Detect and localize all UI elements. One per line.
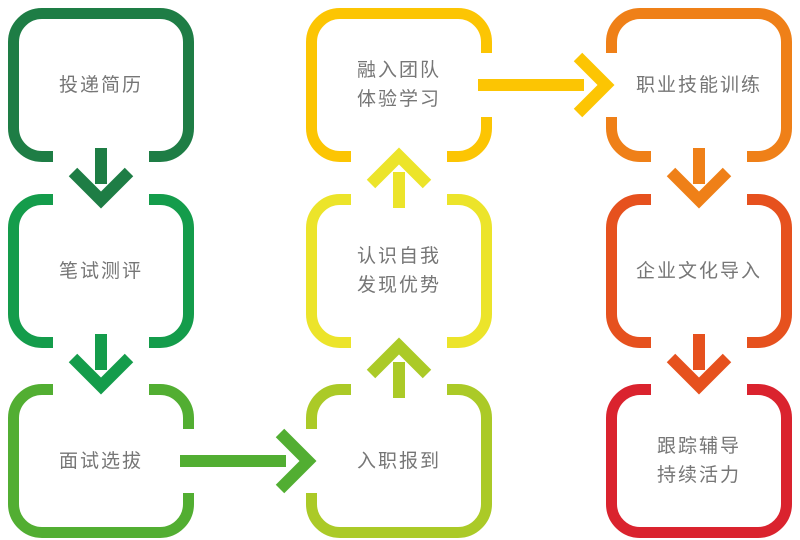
border-gap-mask: [651, 335, 747, 349]
step-label-line: 融入团队: [356, 60, 441, 81]
border-gap-mask: [351, 335, 447, 349]
border-gap-mask: [351, 383, 447, 397]
step-label-line: 企业文化导入: [635, 260, 762, 282]
step-label-line: 体验学习: [356, 89, 441, 110]
step-label: 职业技能训练: [636, 71, 762, 100]
border-gap-mask: [479, 53, 493, 117]
step-label-line: 持续活力: [656, 465, 741, 486]
border-gap-mask: [53, 149, 149, 163]
step-label: 跟踪辅导 持续活力: [657, 432, 741, 490]
border-gap-mask: [605, 53, 619, 117]
step-label-line: 发现优势: [356, 275, 441, 296]
step-box-interview-selection: 面试选拔: [8, 383, 195, 538]
border-gap-mask: [305, 429, 319, 493]
step-box-written-test: 笔试测评: [8, 193, 194, 349]
step-box-submit-resume: 投递简历: [8, 8, 194, 163]
step-label-line: 笔试测评: [58, 260, 143, 282]
step-label: 面试选拔: [59, 447, 143, 476]
step-label-line: 职业技能训练: [635, 74, 762, 96]
border-gap-mask: [181, 429, 195, 493]
step-box-self-awareness: 认识自我 发现优势: [306, 193, 492, 349]
step-box-culture-onboarding: 企业文化导入: [606, 193, 792, 349]
step-label: 入职报到: [357, 447, 441, 476]
step-box-team-integration: 融入团队 体验学习: [306, 8, 493, 163]
step-label-line: 面试选拔: [58, 450, 143, 472]
step-label: 笔试测评: [59, 257, 143, 286]
border-gap-mask: [53, 335, 149, 349]
border-gap-mask: [351, 193, 447, 207]
step-label: 认识自我 发现优势: [357, 242, 441, 300]
step-box-onboarding: 入职报到: [305, 383, 492, 538]
border-gap-mask: [651, 383, 747, 397]
border-gap-mask: [651, 149, 747, 163]
arrow-right-team-to-skills: [478, 52, 615, 118]
arrow-right-interview-to-onboarding: [180, 428, 317, 494]
step-box-follow-up-coaching: 跟踪辅导 持续活力: [606, 383, 792, 538]
border-gap-mask: [351, 149, 447, 163]
border-gap-mask: [53, 383, 149, 397]
step-label-line: 跟踪辅导: [656, 436, 741, 457]
step-box-skills-training: 职业技能训练: [605, 8, 792, 163]
step-label-line: 投递简历: [58, 74, 143, 96]
step-label: 企业文化导入: [636, 257, 762, 286]
step-label: 融入团队 体验学习: [357, 56, 441, 114]
border-gap-mask: [651, 193, 747, 207]
step-label: 投递简历: [59, 71, 143, 100]
border-gap-mask: [53, 193, 149, 207]
step-label-line: 入职报到: [356, 450, 441, 472]
step-label-line: 认识自我: [356, 246, 441, 267]
